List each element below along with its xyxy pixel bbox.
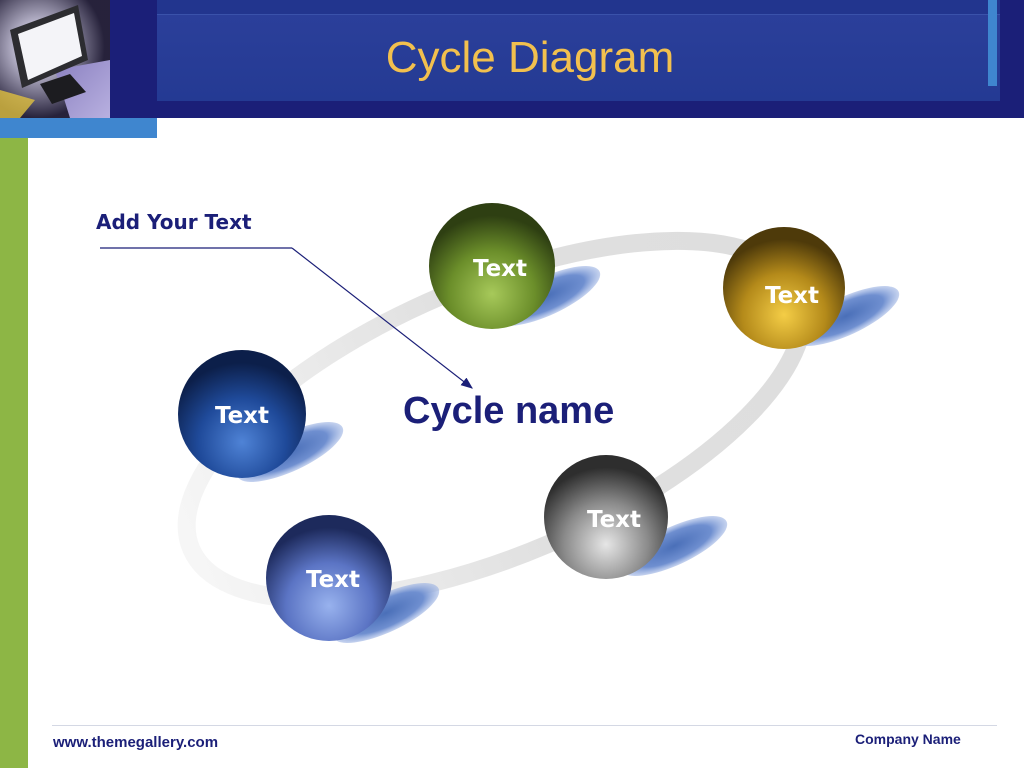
node-label-bottom-right: Text xyxy=(586,507,642,533)
callout-label: Add Your Text xyxy=(96,210,252,234)
green-side-bar xyxy=(0,138,28,768)
node-sphere-left xyxy=(178,350,306,478)
node-sphere-bottom-right xyxy=(544,455,668,579)
footer-company-name: Company Name xyxy=(855,731,961,747)
node-label-bottom-left: Text xyxy=(305,567,361,593)
cycle-name: Cycle name xyxy=(403,390,615,432)
node-label-left: Text xyxy=(214,403,270,429)
callout-pointer xyxy=(100,247,473,389)
node-label-top-right: Text xyxy=(764,283,820,309)
node-sphere-top xyxy=(429,203,555,329)
header-accent-bar xyxy=(988,0,997,86)
header-panel xyxy=(157,14,1000,101)
node-label-top: Text xyxy=(472,256,528,282)
monitor-photo xyxy=(0,0,110,118)
footer-divider xyxy=(52,725,997,726)
blue-accent-strip xyxy=(0,118,157,138)
node-sphere-top-right xyxy=(723,227,845,349)
node-sphere-bottom-left xyxy=(266,515,392,641)
slide-title: Cycle Diagram xyxy=(385,33,675,82)
header-top-line xyxy=(157,0,1000,14)
footer-website-link[interactable]: www.themegallery.com xyxy=(53,734,219,751)
header-left-block xyxy=(110,0,157,118)
